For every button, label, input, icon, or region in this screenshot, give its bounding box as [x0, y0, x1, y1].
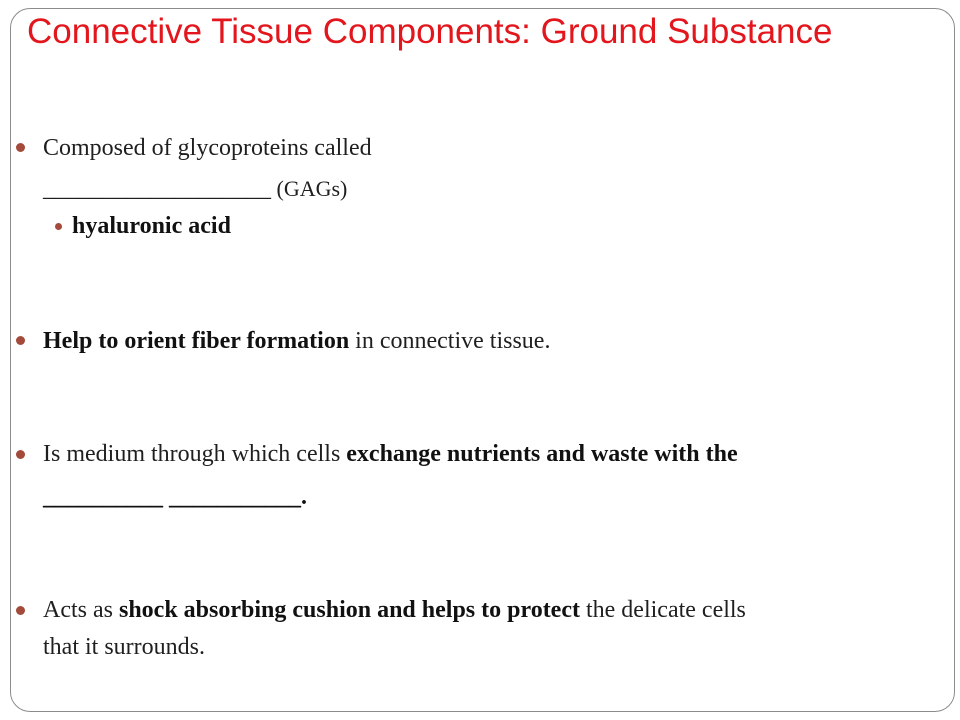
bullet-dot [16, 606, 25, 615]
slide-frame [10, 8, 955, 712]
bullet-2-bold: Help to orient fiber formation [43, 328, 350, 354]
bullet-4-text: Acts as [43, 597, 119, 623]
bullet-4-line-1: Acts as shock absorbing cushion and help… [43, 595, 746, 625]
bullet-3-line-1: Is medium through which cells exchange n… [43, 439, 738, 469]
bullet-2-line: Help to orient fiber formation in connec… [43, 326, 550, 356]
bullet-3-line-2: __________ ___________. [43, 482, 307, 512]
bullet-1-text: Composed of glycoproteins called [43, 135, 372, 161]
bullet-3-blanks: __________ ___________. [43, 484, 307, 510]
bullet-4-rest: the delicate cells [579, 597, 746, 623]
bullet-1-sub: hyaluronic acid [72, 211, 231, 241]
bullet-1-gags: (GAGs) [271, 176, 348, 201]
bullet-1-blank: ___________________ [43, 176, 271, 202]
bullet-1-line-2: ___________________ (GAGs) [43, 174, 347, 204]
sub-bullet-dot [55, 223, 62, 230]
bullet-3-bold: exchange nutrients and waste with the [346, 441, 738, 467]
bullet-1-line-1: Composed of glycoproteins called [43, 133, 372, 163]
bullet-dot [16, 450, 25, 459]
bullet-3-text: Is medium through which cells [43, 441, 347, 467]
sub-bullet-text: hyaluronic acid [72, 213, 231, 239]
bullet-dot [16, 143, 25, 152]
bullet-dot [16, 336, 25, 345]
slide-title: Connective Tissue Components: Ground Sub… [27, 12, 833, 51]
bullet-2-text: in connective tissue. [349, 328, 551, 354]
bullet-4-text-2: that it surrounds. [43, 634, 205, 660]
bullet-4-bold: shock absorbing cushion and helps to pro… [118, 597, 580, 623]
bullet-4-line-2: that it surrounds. [43, 632, 205, 662]
